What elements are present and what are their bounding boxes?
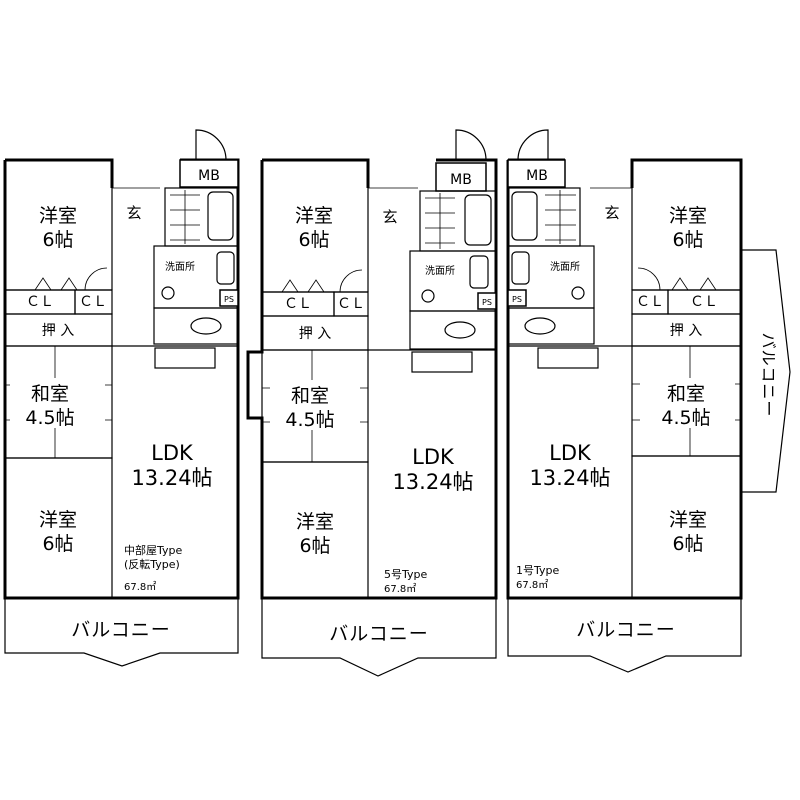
side-balcony-3 — [741, 249, 791, 493]
mb-label-2: MB — [450, 172, 472, 188]
ldk-label-1: LDK — [151, 441, 194, 465]
washitsu-label-3: 和室 — [667, 383, 705, 405]
washitsu-size-3: 4.5帖 — [661, 407, 710, 429]
bedroom-door-3 — [637, 267, 661, 291]
ldk-label-2: LDK — [412, 445, 455, 469]
area-label-2: 67.8㎡ — [384, 583, 416, 595]
meter-box-2 — [435, 162, 487, 192]
bathtub-2 — [464, 194, 492, 246]
ldk-size-3: 13.24帖 — [529, 466, 610, 490]
closet-doors-2 — [281, 279, 325, 293]
mb-label-1: MB — [198, 168, 220, 184]
bathtub-1 — [207, 191, 234, 241]
area-label-3: 67.8㎡ — [516, 579, 548, 591]
bedroom-bottom-size-1: 6帖 — [42, 533, 73, 555]
oshiire-label-2: 押 入 — [299, 326, 331, 342]
bedroom-door-2 — [339, 269, 363, 293]
closet-label-3a: ＣＬ — [636, 294, 664, 310]
mb-label-3: MB — [526, 168, 548, 184]
unit-1: MB 洋室 6帖 ＣＬ ＣＬ 押 入 和室 4.5帖 洋室 6帖 玄 洗 — [3, 129, 240, 667]
bedroom-bottom-size-3: 6帖 — [672, 533, 703, 555]
sink-1 — [154, 347, 216, 369]
senmen-label-2: 洗面所 — [425, 265, 455, 277]
entry-door-1 — [195, 129, 227, 161]
bedroom-bottom-label-3: 洋室 — [669, 509, 707, 531]
type-label-1a: 中部屋Type — [124, 543, 182, 557]
meter-box-1 — [179, 159, 239, 188]
closet-label-1b: ＣＬ — [79, 294, 107, 310]
ldk-size-1: 13.24帖 — [131, 466, 212, 490]
type-label-2: 5号Type — [384, 568, 427, 581]
entry-door-3 — [517, 129, 549, 161]
senmen-label-1: 洗面所 — [165, 261, 195, 273]
balcony-label-3: バルコニー — [576, 619, 676, 641]
meter-box-3 — [507, 159, 566, 188]
closet-label-2a: ＣＬ — [284, 296, 312, 312]
bedroom-bottom-size-2: 6帖 — [299, 535, 330, 557]
washitsu-size-2: 4.5帖 — [285, 409, 334, 431]
unit-3: MB 洗面所 PS 玄 洋室 6帖 ＣＬ ＣＬ 押 入 和室 4.5帖 洋室 — [506, 129, 791, 673]
side-balcony-label-3: バルコニー — [759, 333, 778, 418]
sink-3 — [537, 347, 599, 369]
genkan-label-2: 玄 — [382, 208, 397, 226]
bedroom-bottom-label-2: 洋室 — [296, 511, 334, 533]
genkan-label-1: 玄 — [126, 204, 141, 222]
bedroom-top-label-1: 洋室 — [39, 205, 77, 227]
area-label-1: 67.8㎡ — [124, 581, 156, 593]
balcony-label-1: バルコニー — [71, 619, 171, 641]
sink-2 — [411, 351, 473, 373]
closet-label-2b: ＣＬ — [337, 296, 365, 312]
senmen-label-3: 洗面所 — [550, 261, 580, 273]
oshiire-label-1: 押 入 — [42, 323, 74, 339]
oshiire-label-3: 押 入 — [670, 323, 702, 339]
bathtub-3 — [511, 191, 538, 241]
bedroom-door-1 — [84, 267, 108, 291]
bedroom-top-size-2: 6帖 — [298, 229, 329, 251]
type-label-1b: (反転Type) — [124, 558, 180, 571]
closet-label-3b: ＣＬ — [690, 294, 718, 310]
bedroom-top-size-1: 6帖 — [42, 229, 73, 251]
balcony-label-2: バルコニー — [329, 623, 429, 645]
washitsu-label-1: 和室 — [31, 383, 69, 405]
bedroom-top-label-2: 洋室 — [295, 205, 333, 227]
washitsu-size-1: 4.5帖 — [25, 407, 74, 429]
washitsu-label-2: 和室 — [291, 385, 329, 407]
type-label-3: 1号Type — [516, 564, 559, 577]
ldk-size-2: 13.24帖 — [392, 470, 473, 494]
closet-label-1a: ＣＬ — [26, 294, 54, 310]
bedroom-top-size-3: 6帖 — [672, 229, 703, 251]
ps-label-3: PS — [512, 295, 522, 304]
unit-2: MB 洋室 6帖 ＣＬ ＣＬ 押 入 和室 4.5帖 洋室 6帖 玄 洗面所 P… — [246, 129, 498, 677]
bedroom-top-label-3: 洋室 — [669, 205, 707, 227]
closet-doors-1 — [34, 277, 78, 291]
ps-label-1: PS — [224, 295, 234, 304]
ps-label-2: PS — [482, 298, 492, 307]
entry-door-2 — [455, 129, 487, 161]
ldk-label-3: LDK — [549, 441, 592, 465]
bedroom-bottom-label-1: 洋室 — [39, 509, 77, 531]
genkan-label-3: 玄 — [604, 204, 619, 222]
closet-doors-3 — [671, 277, 717, 291]
